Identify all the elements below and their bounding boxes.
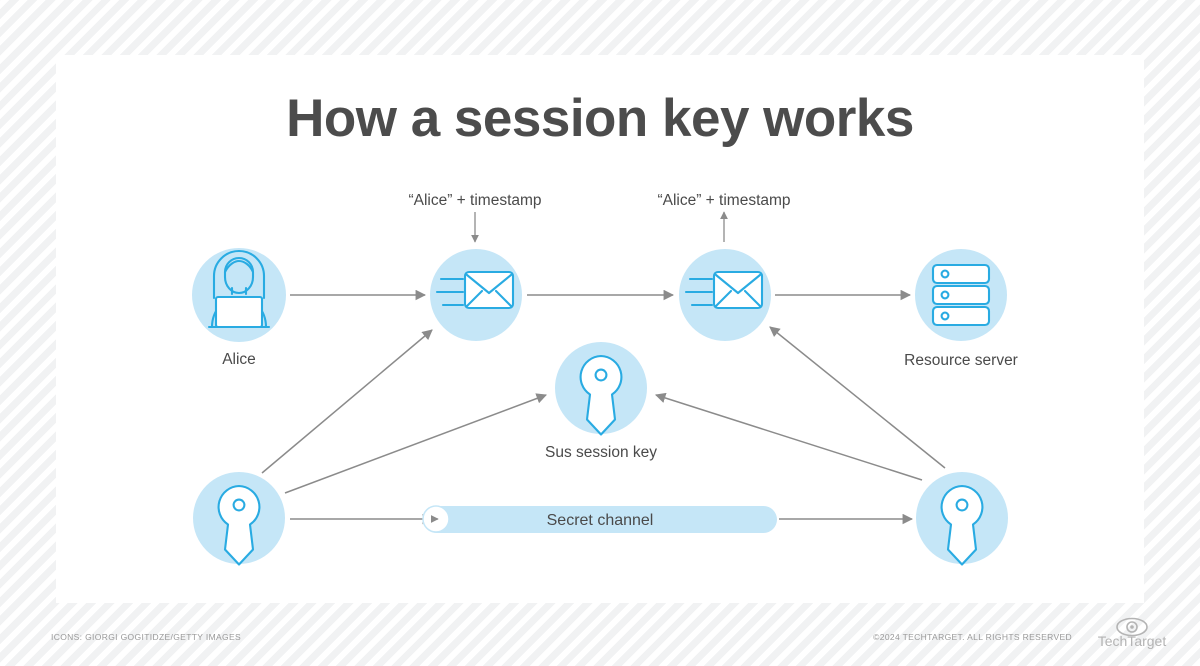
connector-keyright-to-envelope-in	[769, 326, 946, 469]
resource-server-label: Resource server	[904, 352, 1018, 369]
secret-channel-label: Secret channel	[547, 512, 654, 529]
techtarget-wordmark: TechTarget	[1098, 633, 1167, 649]
node-envelope-out[interactable]	[430, 249, 522, 341]
eye-logo-icon	[1116, 617, 1148, 637]
copyright-notice: ©2024 TECHTARGET. ALL RIGHTS RESERVED	[873, 632, 1072, 642]
node-envelope-in[interactable]	[679, 249, 771, 341]
node-alice[interactable]: Alice	[192, 248, 286, 368]
server-stack-icon	[931, 263, 991, 327]
key-icon	[579, 354, 623, 436]
secret-channel-pill	[423, 506, 777, 533]
session-key-label: Sus session key	[545, 444, 657, 461]
envelope-sending-icon	[435, 270, 515, 310]
person-laptop-icon	[207, 250, 271, 329]
key-icon	[217, 484, 261, 566]
icon-credit: ICONS: GIORGI GOGITIDZE/GETTY IMAGES	[51, 632, 242, 642]
alice-label: Alice	[222, 351, 256, 368]
envelope-sending-icon	[684, 270, 764, 310]
node-session-key[interactable]: Sus session key	[545, 342, 657, 461]
connector-keyleft-to-session-key	[284, 393, 547, 494]
techtarget-logo: TechTarget	[1098, 617, 1167, 649]
node-key-right[interactable]	[916, 472, 1008, 566]
node-resource-server[interactable]: Resource server	[904, 249, 1018, 369]
secret-channel[interactable]: Secret channel	[422, 505, 777, 533]
laptop-screen	[214, 295, 264, 329]
page-title: How a session key works	[286, 89, 914, 148]
message-label-right: “Alice” + timestamp	[657, 192, 790, 209]
node-key-left[interactable]	[193, 472, 285, 566]
key-icon	[940, 484, 984, 566]
message-label-left: “Alice” + timestamp	[408, 192, 541, 209]
connector-keyleft-to-envelope-out	[261, 329, 433, 474]
connector-keyright-to-session-key	[654, 392, 923, 481]
